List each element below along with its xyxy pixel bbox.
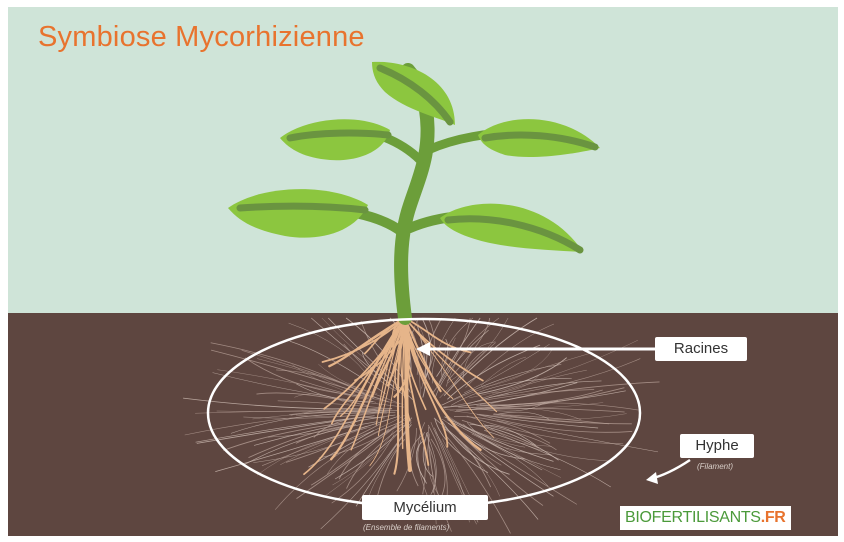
racines-label: Racines — [655, 337, 747, 361]
hyphe-arrow — [646, 460, 690, 484]
leaf-lower-right — [440, 204, 583, 252]
brand-tld: .FR — [761, 509, 786, 526]
hyphe-label: Hyphe — [680, 434, 754, 458]
racines-label-text: Racines — [674, 340, 728, 357]
mycelium-label: Mycélium — [362, 495, 488, 520]
fungal-filament — [447, 345, 540, 399]
fungal-filament — [442, 419, 577, 504]
leaf-lower-left — [228, 189, 368, 238]
mycelium-label-text: Mycélium — [393, 499, 456, 516]
leaf-top — [372, 62, 455, 125]
racines-arrow — [416, 342, 655, 356]
fungal-filament — [289, 323, 374, 383]
fungal-filament — [472, 434, 548, 486]
leaf-upper-right — [478, 119, 600, 157]
hyphe-sub-label: (Filament) — [697, 462, 733, 471]
fungal-filament — [432, 318, 470, 394]
leaf-upper-left — [280, 119, 390, 160]
fungal-filament — [456, 408, 624, 412]
brand-name: BIOFERTILISANTS — [625, 509, 761, 526]
fungal-filament — [442, 365, 561, 406]
hyphe-label-text: Hyphe — [695, 437, 738, 454]
mycelium-sub-label: (Ensemble de filaments) — [363, 523, 449, 532]
brand-logo: BIOFERTILISANTS.FR — [620, 506, 791, 530]
